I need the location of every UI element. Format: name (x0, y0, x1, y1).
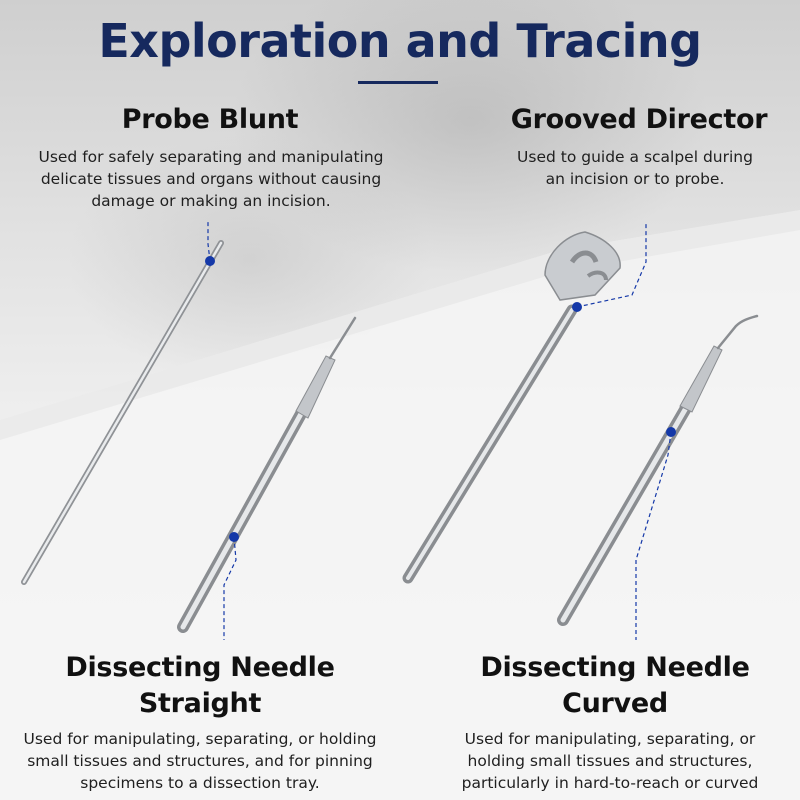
heading-line-2: Curved (562, 688, 668, 719)
probe-blunt-instrument (21, 240, 224, 585)
dissecting-needle-curved-marker (635, 427, 676, 640)
grooved-director-marker (572, 222, 647, 312)
heading-line-1: Dissecting Needle (65, 652, 335, 683)
description-dissecting-needle-curved: Used for manipulating, separating, or ho… (461, 730, 759, 792)
description-probe-blunt: Used for safely separating and manipulat… (38, 148, 384, 210)
heading-dissecting-needle-curved: Dissecting Needle Curved (450, 650, 780, 722)
dissecting-needle-straight-instrument (177, 316, 357, 633)
dissecting-needle-curved-instrument (557, 314, 759, 626)
grooved-director-instrument (402, 231, 621, 584)
heading-line-2: Straight (138, 688, 262, 719)
heading-grooved-director: Grooved Director (510, 104, 768, 135)
description-grooved-director: Used to guide a scalpel during an incisi… (517, 148, 753, 188)
probe-blunt-marker (205, 220, 215, 266)
page-title: Exploration and Tracing (98, 14, 702, 68)
description-dissecting-needle-straight: Used for manipulating, separating, or ho… (23, 730, 377, 792)
heading-dissecting-needle-straight: Dissecting Needle Straight (40, 650, 360, 722)
title-underline (358, 81, 438, 84)
dissecting-needle-straight-marker (223, 532, 239, 640)
heading-probe-blunt: Probe Blunt (121, 104, 299, 135)
heading-line-1: Dissecting Needle (480, 652, 750, 683)
